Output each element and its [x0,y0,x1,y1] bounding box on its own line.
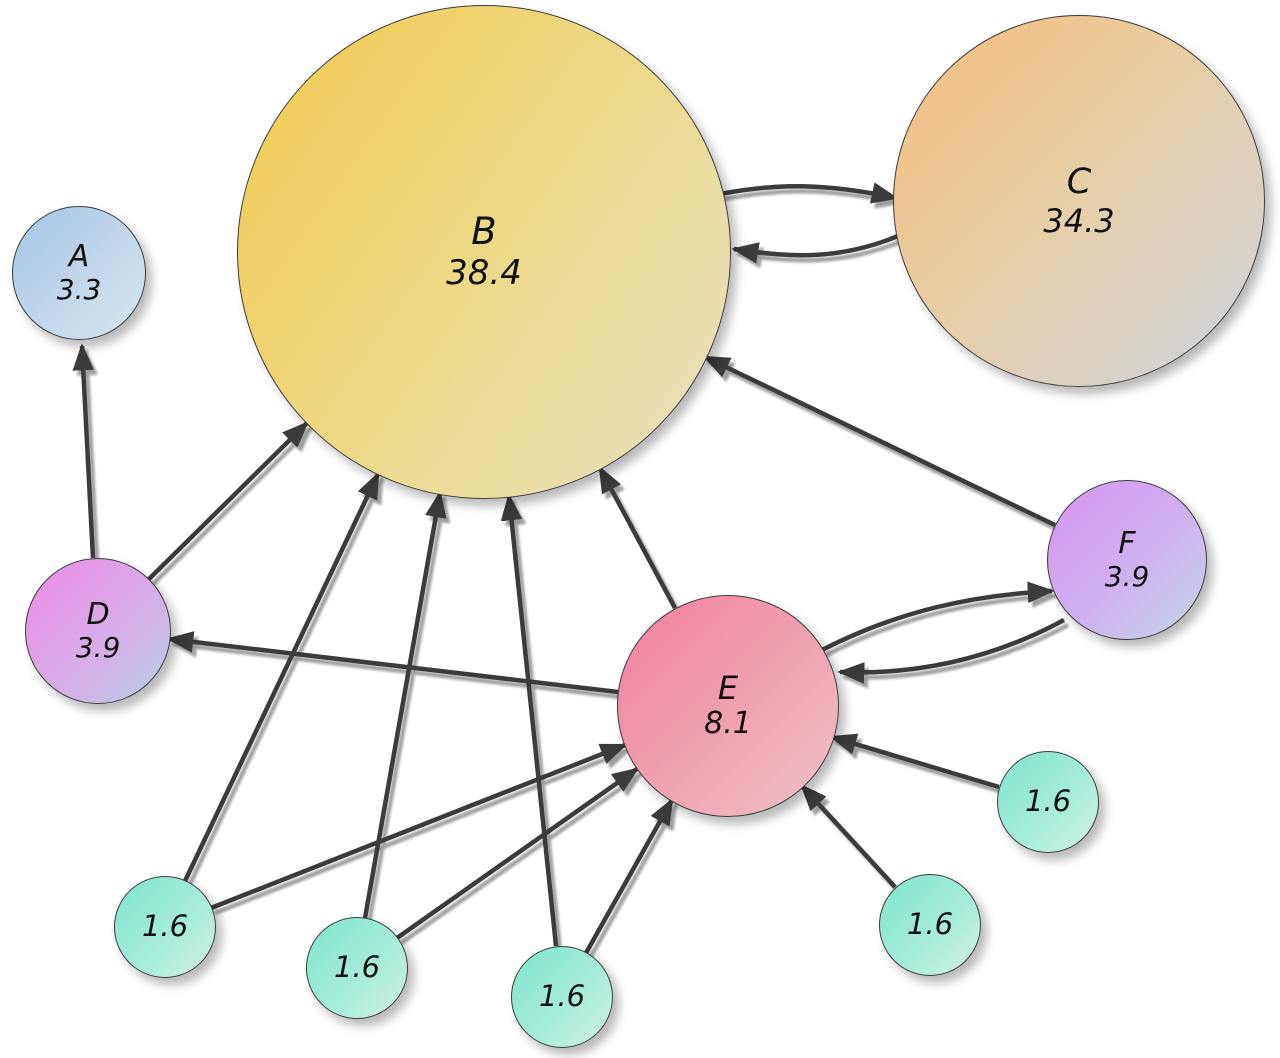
node-D: D 3.9 [25,558,171,704]
edge-G2-E [395,767,640,940]
node-G1: 1.6 [114,876,216,978]
node-F-value: 3.9 [1104,560,1150,594]
node-C-label: C [1066,162,1092,203]
node-G2: 1.6 [306,917,408,1019]
node-A: A 3.3 [12,206,146,340]
node-C-value: 34.3 [1043,201,1115,240]
node-F-label: F [1118,525,1136,561]
edge-G4-E [800,784,897,889]
node-E: E 8.1 [617,595,839,817]
node-G5-value: 1.6 [1024,784,1072,819]
node-A-label: A [68,238,90,274]
node-E-label: E [717,669,739,708]
node-G4: 1.6 [879,874,981,976]
edge-D-B [146,421,309,582]
edge-G1-B [182,471,381,882]
node-C: C 34.3 [893,15,1265,387]
edge-E-D [166,631,619,695]
edge-D-A [72,343,96,559]
node-B: B 38.4 [237,5,731,499]
edge-G1-E [210,742,628,911]
node-D-value: 3.9 [75,631,121,665]
edge-F-B [702,354,1056,528]
node-G1-value: 1.6 [141,909,189,944]
node-E-value: 8.1 [704,706,752,742]
edge-B-C [714,182,899,204]
edge-G5-E [829,733,1000,790]
edge-C-B [731,233,899,264]
node-F: F 3.9 [1047,480,1207,640]
edge-G2-B [362,490,447,919]
node-D-label: D [86,596,110,632]
node-B-label: B [471,210,497,254]
edge-E-F [820,581,1055,653]
edge-E-B [598,465,677,610]
node-G3-value: 1.6 [538,979,586,1014]
edge-G3-B [500,493,559,947]
node-G4-value: 1.6 [906,907,954,942]
edge-F-E [837,618,1066,684]
node-G3: 1.6 [511,946,613,1048]
node-A-value: 3.3 [56,273,102,307]
node-G2-value: 1.6 [333,950,381,985]
edge-G3-E [584,797,674,955]
node-B-value: 38.4 [446,252,522,293]
node-G5: 1.6 [997,751,1099,853]
